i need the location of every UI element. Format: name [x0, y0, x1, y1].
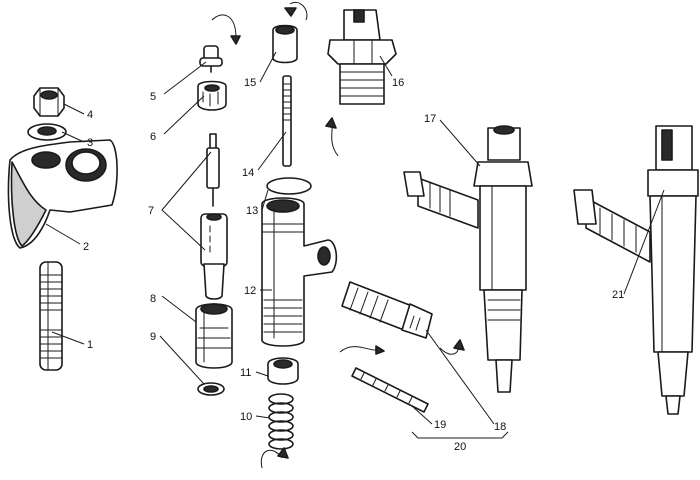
part-16-cap-nut	[327, 9, 397, 105]
callout-18: 18	[494, 421, 506, 433]
part-3-washer	[27, 123, 67, 141]
part-7-needle-nozzle	[200, 133, 228, 300]
callout-10: 10	[240, 411, 252, 423]
part-17-injector-assembly	[403, 125, 533, 393]
part-11-spacer	[267, 357, 299, 385]
callout-12: 12	[244, 285, 256, 297]
callout-3: 3	[87, 137, 93, 149]
callout-2: 2	[83, 241, 89, 253]
leader-lines	[45, 51, 665, 439]
callout-6: 6	[150, 131, 156, 143]
part-9-seal-washer	[197, 382, 225, 396]
part-5-needle-top	[199, 45, 223, 73]
callout-11: 11	[240, 367, 251, 379]
part-13-o-ring	[266, 177, 312, 195]
callout-21: 21	[612, 289, 624, 301]
part-15-adjust-screw	[272, 24, 298, 64]
callout-9: 9	[150, 331, 156, 343]
part-12-injector-body	[261, 197, 338, 347]
callout-5: 5	[150, 91, 156, 103]
part-4-nut	[33, 87, 65, 117]
part-2-clamp	[7, 139, 118, 249]
callout-17: 17	[424, 113, 436, 125]
callout-19: 19	[434, 419, 446, 431]
part-10-spring	[268, 393, 294, 450]
callout-14: 14	[242, 167, 254, 179]
callout-1: 1	[87, 339, 93, 351]
callout-15: 15	[244, 77, 256, 89]
callout-labels: 1 2 3 4 5 6 7 8 9 10 11 12 13 14 15 16 1…	[83, 77, 624, 453]
callout-13: 13	[246, 205, 258, 217]
part-6-spring-seat	[197, 80, 227, 111]
part-21-injector-complete	[573, 125, 699, 415]
part-8-nozzle-nut	[195, 303, 233, 369]
callout-8: 8	[150, 293, 156, 305]
callout-4: 4	[87, 109, 93, 121]
assembly-arrows	[211, 2, 465, 469]
part-14-rod	[282, 75, 292, 167]
part-18-inlet-fitting	[341, 281, 433, 339]
part-19-edge-filter	[351, 367, 429, 413]
part-1-stud	[39, 261, 63, 371]
callout-7: 7	[148, 205, 154, 217]
callout-20: 20	[454, 441, 466, 453]
callout-16: 16	[392, 77, 404, 89]
